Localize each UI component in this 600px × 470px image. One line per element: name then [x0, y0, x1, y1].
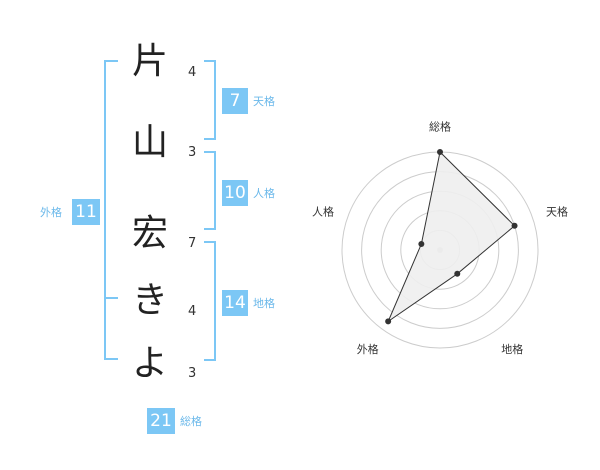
name-char-4: き	[131, 280, 168, 321]
radar-axis-label-1: 総格	[429, 120, 451, 134]
radar-point-4	[385, 318, 392, 325]
tenkaku-label: 天格	[253, 95, 275, 108]
soukaku-value: 21	[147, 408, 175, 434]
radar-axis-label-2: 天格	[546, 205, 568, 219]
stroke-count-1: 4	[188, 65, 197, 80]
stroke-count-4: 4	[188, 304, 197, 319]
name-char-5: よ	[131, 343, 168, 384]
radar-point-1	[437, 149, 443, 155]
gaikaku-label: 外格	[40, 206, 62, 219]
gaikaku-bracket	[104, 60, 118, 360]
stroke-count-5: 3	[188, 366, 197, 381]
chikaku-value: 14	[222, 290, 248, 316]
radar-point-3	[454, 270, 461, 277]
radar-axis-label-3: 地格	[501, 342, 523, 356]
chikaku-bracket	[204, 241, 216, 361]
radar-point-5	[418, 240, 425, 247]
jinkaku-value: 10	[222, 180, 248, 206]
chikaku-label: 地格	[253, 297, 275, 310]
gaikaku-bracket-tick	[104, 297, 118, 299]
jinkaku-bracket	[204, 151, 216, 230]
stroke-count-2: 3	[188, 145, 197, 160]
stroke-count-3: 7	[188, 236, 197, 251]
tenkaku-value: 7	[222, 88, 248, 114]
radar-polygon	[387, 150, 516, 323]
tenkaku-bracket	[204, 60, 216, 140]
jinkaku-label: 人格	[253, 187, 275, 200]
name-char-1: 片	[131, 41, 168, 82]
name-char-3: 宏	[131, 213, 168, 254]
radar-points	[385, 149, 518, 325]
soukaku-label: 総格	[180, 415, 202, 428]
gaikaku-value: 11	[72, 199, 100, 225]
name-char-2: 山	[131, 122, 168, 163]
radar-axis-label-5: 人格	[312, 205, 334, 219]
radar-point-2	[511, 222, 518, 229]
radar-axis-label-4: 外格	[357, 342, 379, 356]
